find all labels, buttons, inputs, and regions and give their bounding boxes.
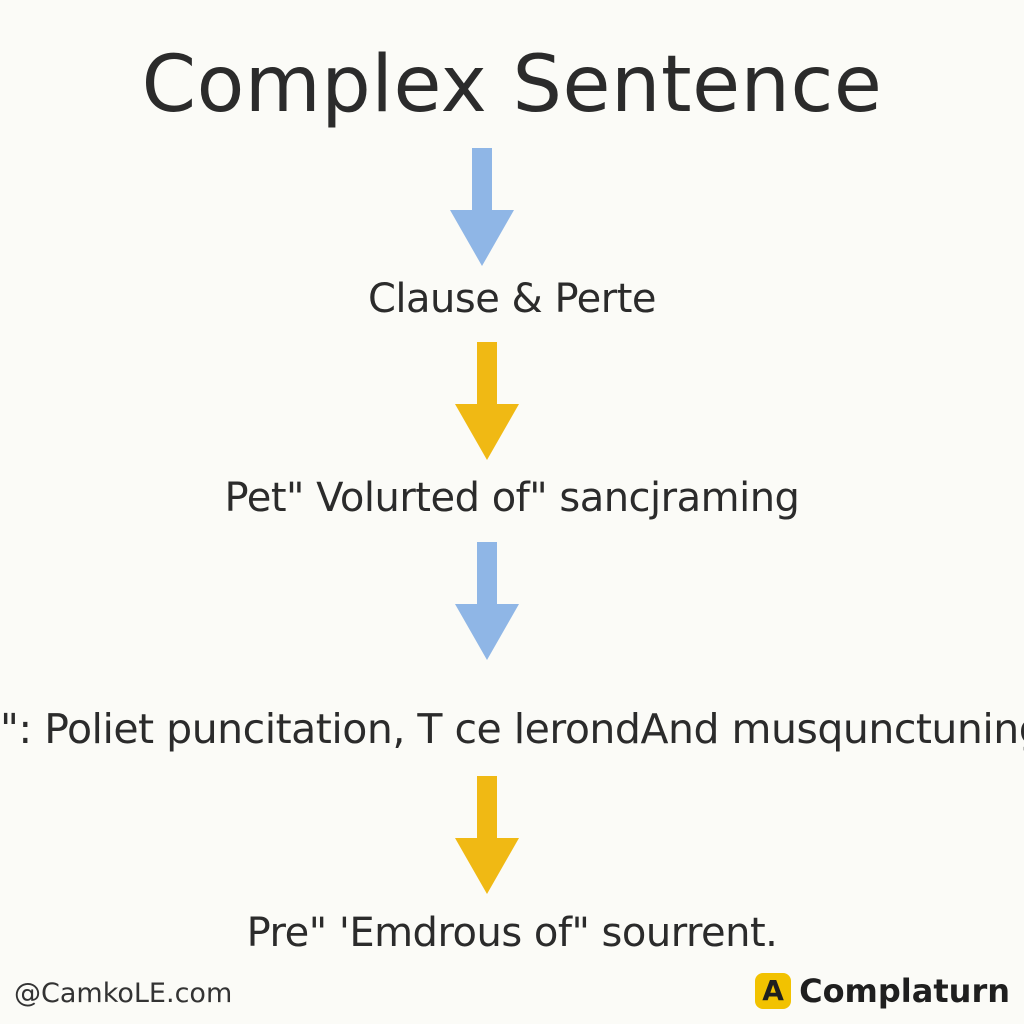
- arrow-shape-1: [450, 148, 514, 266]
- brand-name: Complaturn: [799, 972, 1010, 1010]
- brand-logo: A Complaturn: [755, 972, 1010, 1010]
- step-1-label: Clause & Perte: [367, 276, 657, 322]
- step-3-label: ": Poliet puncitation, T ce lerondAnd mu…: [0, 705, 1024, 753]
- arrow-down-icon: [447, 342, 527, 462]
- step-4-label: Pre" 'Emdrous of" sourrent.: [246, 910, 778, 956]
- step-2-label: Pet" Volurted of" sancjraming: [224, 475, 800, 521]
- arrow-shape-2: [455, 342, 519, 460]
- diagram-title: Complex Sentence: [141, 40, 883, 130]
- brand-badge-icon: A: [755, 973, 792, 1009]
- arrow-down-icon: [447, 542, 527, 662]
- arrow-down-icon: [442, 148, 522, 268]
- arrow-down-icon: [447, 776, 527, 896]
- footer-handle: @CamkoLE.com: [14, 978, 233, 1009]
- arrow-shape-3: [455, 542, 519, 660]
- arrow-shape-4: [455, 776, 519, 894]
